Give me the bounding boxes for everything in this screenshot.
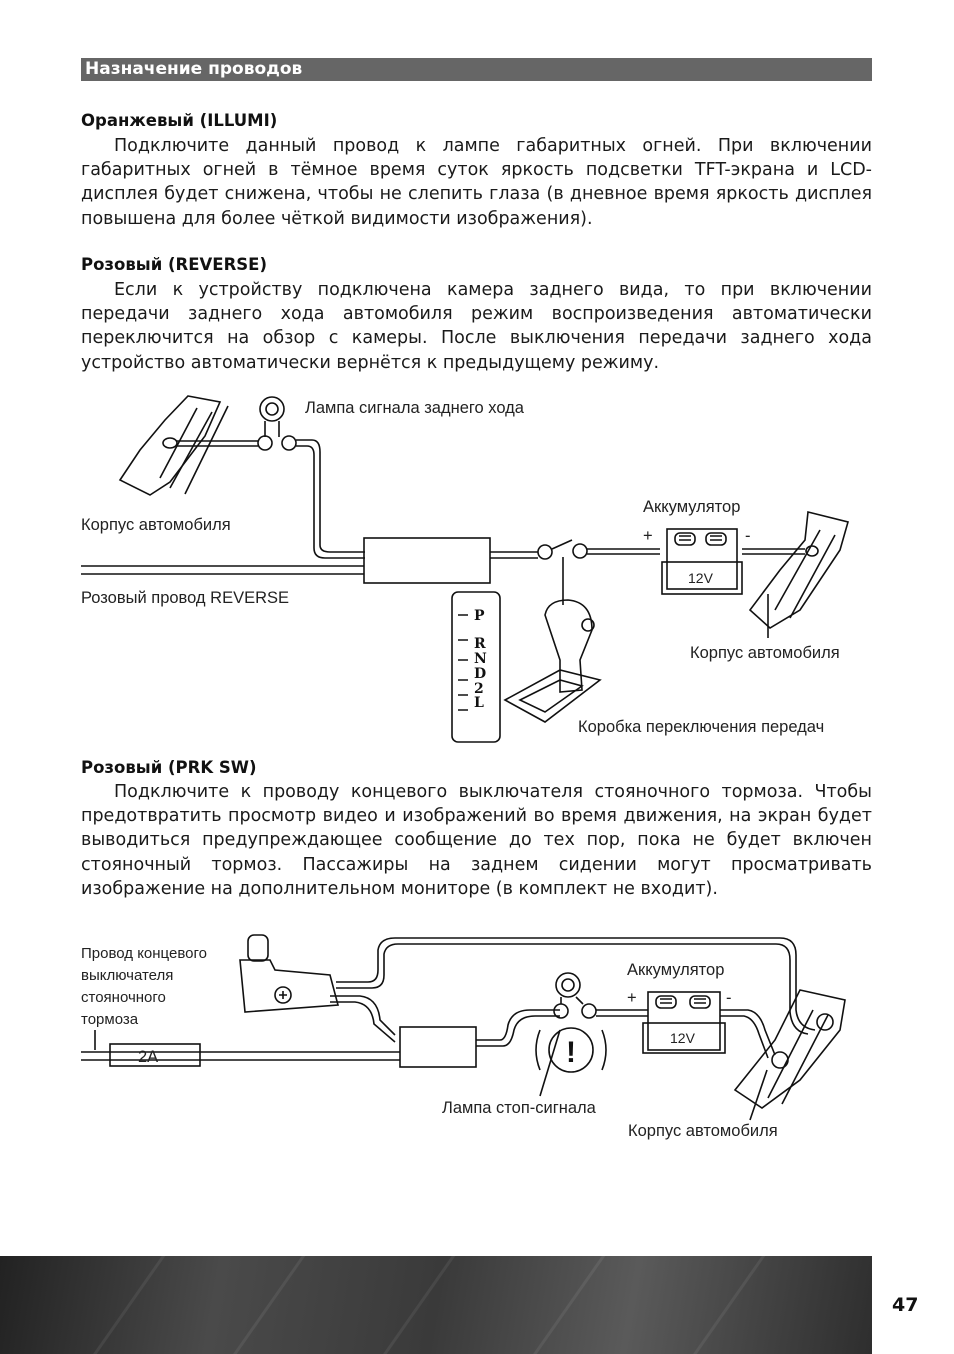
switch-label-line-4: тормоза: [81, 1011, 139, 1028]
stop-lamp-icon: [553, 972, 597, 1019]
paragraph-reverse: Если к устройству подключена камера задн…: [81, 280, 872, 373]
section-header-title: Назначение проводов: [85, 59, 303, 79]
battery-plus-2: +: [627, 989, 637, 1007]
switch-label-line-1: Провод концевого: [81, 945, 207, 962]
module-box: [363, 537, 491, 584]
battery-icon: [661, 528, 743, 595]
battery-minus: -: [745, 527, 751, 545]
battery-voltage: 12V: [688, 570, 714, 586]
switch-label-line-2: выключателя: [81, 967, 173, 984]
paragraph-prk-sw: Подключите к проводу концевого выключате…: [81, 782, 872, 899]
reverse-wire-label: Розовый провод REVERSE: [81, 589, 289, 607]
car-body-left-icon: [118, 395, 229, 496]
stop-lamp-label: Лампа стоп-сигнала: [442, 1099, 597, 1117]
battery-label-2: Аккумулятор: [627, 961, 724, 979]
car-body-label-2: Корпус автомобиля: [628, 1122, 778, 1140]
module-box-2: [399, 1026, 477, 1068]
car-body-icon-2: [733, 989, 846, 1121]
battery-voltage-2: 12V: [670, 1030, 696, 1046]
fuse-box: [109, 1043, 201, 1067]
gear-letters: P R N D 2 L: [474, 608, 487, 711]
section-title-prk-sw: Розовый (PRK SW): [81, 758, 257, 777]
section-title-illumi: Оранжевый (ILLUMI): [81, 111, 278, 130]
gear-letter-r: R: [474, 636, 486, 652]
gear-letter-2: 2: [474, 681, 484, 697]
paragraph-illumi: Подключите данный провод к лампе габарит…: [81, 136, 872, 229]
warning-symbol: !: [566, 1036, 576, 1069]
gearbox-label: Коробка переключения передач: [578, 718, 824, 736]
gear-lever-icon: [503, 599, 602, 723]
car-body-right-label: Корпус автомобиля: [690, 644, 840, 662]
gear-letter-d: D: [474, 666, 486, 682]
section-title-reverse: Розовый (REVERSE): [81, 255, 267, 274]
parking-brake-wiring-diagram: Провод концевого выключателя стояночного…: [81, 934, 846, 1140]
page-number: 47: [892, 1294, 919, 1316]
battery-minus-2: -: [726, 989, 732, 1007]
battery-icon-2: [642, 991, 726, 1054]
reverse-lamp-label: Лампа сигнала заднего хода: [305, 399, 525, 417]
gear-letter-l: L: [474, 695, 484, 711]
car-body-right-icon: [748, 511, 849, 638]
parking-brake-switch-icon: [239, 934, 340, 1013]
gear-selector-panel: [451, 591, 501, 743]
reverse-lamp-icon: [257, 396, 297, 451]
footer-graphic-band: [0, 1256, 872, 1354]
section-header-bar: Назначение проводов: [81, 58, 872, 81]
battery-label: Аккумулятор: [643, 498, 740, 516]
fuse-label: 2A: [138, 1048, 158, 1066]
reverse-wiring-diagram: P R N D 2 L Лампа сигнала заднего хода К…: [81, 395, 849, 743]
gear-letter-n: N: [474, 651, 487, 667]
gear-letter-p: P: [474, 608, 485, 624]
warning-icon: [535, 1027, 607, 1073]
switch-label-line-3: стояночного: [81, 989, 166, 1006]
battery-plus: +: [643, 527, 653, 545]
car-body-left-label: Корпус автомобиля: [81, 516, 231, 534]
